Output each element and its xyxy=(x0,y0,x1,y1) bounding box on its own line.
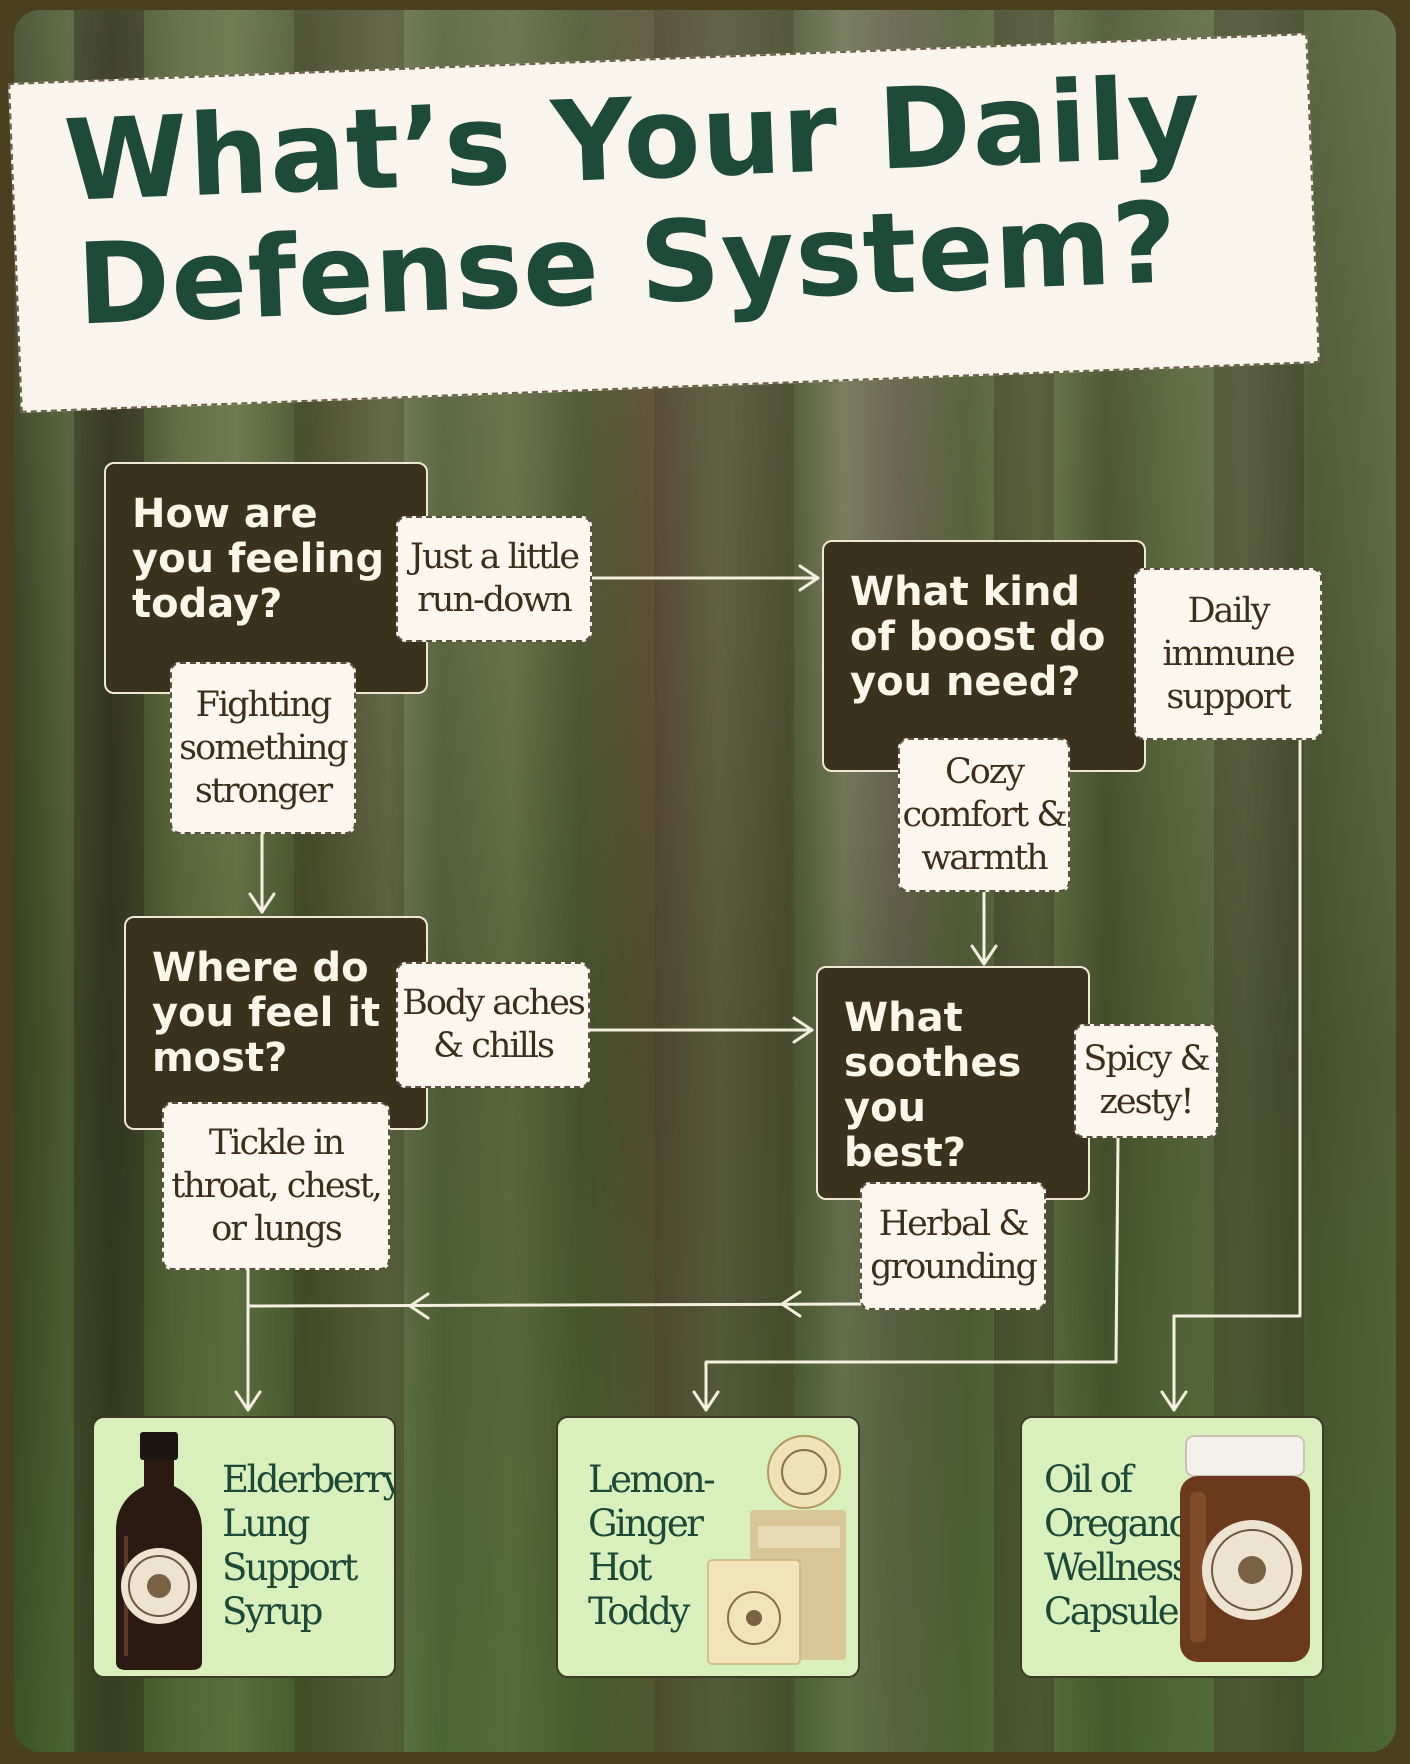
answer-run-down[interactable]: Just a little run-down xyxy=(396,516,592,642)
syrup-bottle-icon xyxy=(116,1432,202,1670)
arrow-daily-to-oregano xyxy=(1172,738,1302,1412)
product-elderberry-name: Elderberry Lung Support Syrup xyxy=(222,1458,396,1633)
question-where: Where do you feel it most? xyxy=(124,916,428,1130)
question-soothes: What soothes you best? xyxy=(816,966,1090,1200)
product-oregano[interactable]: Oil of Oregano Wellness Capsule xyxy=(1020,1416,1324,1678)
toddy-packet-icon xyxy=(707,1435,846,1665)
arrow-herbal-to-elderberry xyxy=(246,1302,864,1308)
product-toddy[interactable]: Lemon- Ginger Hot Toddy xyxy=(556,1416,860,1678)
answer-herbal[interactable]: Herbal & grounding xyxy=(860,1182,1046,1310)
answer-tickle[interactable]: Tickle in throat, chest, or lungs xyxy=(162,1102,390,1270)
answer-daily-immune[interactable]: Daily immune support xyxy=(1134,568,1322,740)
arrow-spicy-to-toddy xyxy=(704,1136,1120,1412)
question-boost: What kind of boost do you need? xyxy=(822,540,1146,772)
product-elderberry[interactable]: Elderberry Lung Support Syrup xyxy=(92,1416,396,1678)
answer-spicy[interactable]: Spicy & zesty! xyxy=(1074,1024,1218,1138)
question-boost-text: What kind of boost do you need? xyxy=(850,569,1106,705)
answer-body-aches[interactable]: Body aches & chills xyxy=(396,962,590,1088)
question-feeling-text: How are you feeling today? xyxy=(132,491,385,627)
answer-fighting[interactable]: Fighting something stronger xyxy=(170,662,356,834)
product-toddy-name: Lemon- Ginger Hot Toddy xyxy=(588,1458,716,1633)
question-feeling: How are you feeling today? xyxy=(104,462,428,694)
capsule-jar-icon xyxy=(1180,1435,1310,1662)
question-soothes-text: What soothes you best? xyxy=(844,995,1022,1176)
answer-cozy[interactable]: Cozy comfort & warmth xyxy=(898,738,1070,892)
question-where-text: Where do you feel it most? xyxy=(152,945,381,1081)
product-oregano-name: Oil of Oregano Wellness Capsule xyxy=(1044,1458,1191,1633)
